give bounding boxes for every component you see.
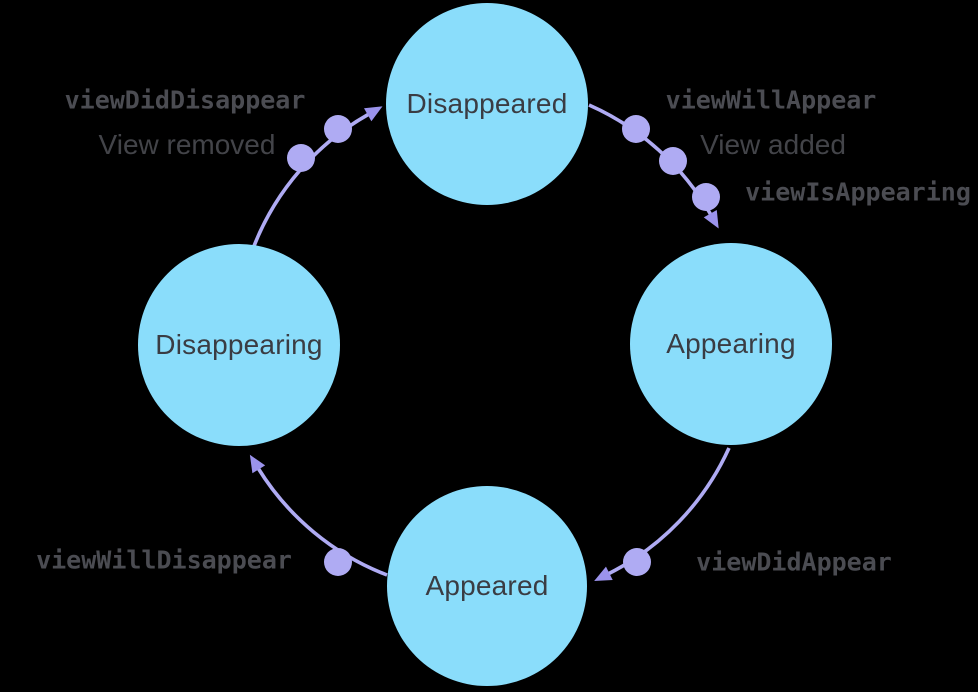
- label-view-will-appear: viewWillAppear: [665, 85, 877, 115]
- state-label: Disappearing: [155, 329, 323, 360]
- event-dots-disappearing-to-disappeared: [287, 115, 352, 172]
- label-view-did-appear: viewDidAppear: [696, 547, 892, 577]
- state-appearing: Appearing: [630, 243, 832, 445]
- label-view-did-disappear: viewDidDisappear: [64, 85, 306, 115]
- state-label: Appeared: [425, 570, 549, 601]
- event-dot: [287, 144, 315, 172]
- state-disappearing: Disappearing: [138, 244, 340, 446]
- state-label: Disappeared: [406, 88, 568, 119]
- event-dot: [623, 548, 651, 576]
- label-view-is-appearing: viewIsAppearing: [745, 177, 971, 207]
- state-label: Appearing: [666, 328, 796, 359]
- event-dot: [622, 115, 650, 143]
- event-dots-appeared-to-disappearing: [324, 548, 352, 576]
- label-view-will-disappear: viewWillDisappear: [36, 545, 292, 575]
- event-dot: [659, 147, 687, 175]
- event-dot: [692, 183, 720, 211]
- state-disappeared: Disappeared: [386, 3, 588, 205]
- arc-appeared-to-disappearing: [249, 454, 388, 577]
- label-view-removed: View removed: [98, 129, 276, 160]
- event-dot: [324, 115, 352, 143]
- label-view-added: View added: [700, 129, 846, 160]
- event-dots-disappeared-to-appearing: [622, 115, 720, 211]
- state-appeared: Appeared: [387, 486, 587, 686]
- event-dots-appearing-to-appeared: [623, 548, 651, 576]
- event-dot: [324, 548, 352, 576]
